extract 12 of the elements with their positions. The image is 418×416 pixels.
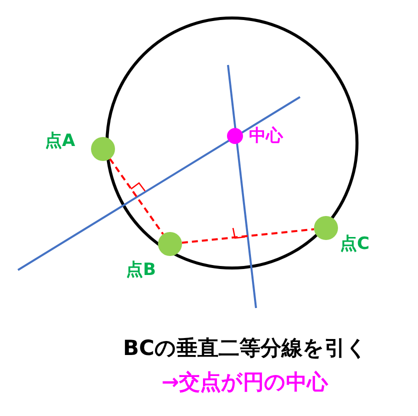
point-dot bbox=[158, 232, 182, 256]
point-label: 中心 bbox=[249, 125, 283, 147]
point-label: 点B bbox=[126, 259, 156, 281]
point-dot bbox=[91, 137, 115, 161]
caption-text: →交点が円の中心 bbox=[162, 369, 328, 396]
point-label: 点A bbox=[45, 130, 76, 152]
dashed-line bbox=[109, 158, 164, 235]
point-label: 点C bbox=[340, 233, 370, 255]
caption-text: BCの垂直二等分線を引く bbox=[123, 335, 368, 362]
point-dot bbox=[227, 128, 243, 144]
point-dot bbox=[314, 216, 338, 240]
dashed-line bbox=[182, 228, 314, 244]
